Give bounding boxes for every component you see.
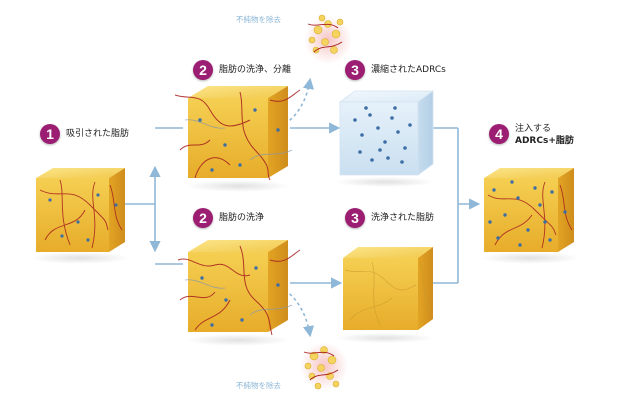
connector-impurity-down bbox=[284, 289, 315, 338]
step-label-aspirated-fat: 吸引された脂肪 bbox=[66, 129, 130, 139]
step-badge-3a: 3 bbox=[345, 60, 365, 80]
flow-connectors bbox=[125, 77, 481, 338]
step-label-concentrated-adrcs: 濃縮されたADRCs bbox=[371, 65, 446, 75]
step-label-inject-line2: ADRCs+脂肪 bbox=[515, 136, 574, 146]
connector-impurity-up bbox=[284, 77, 315, 125]
step-label-wash: 脂肪の洗浄 bbox=[219, 213, 265, 223]
cube-aspirated-fat bbox=[30, 168, 130, 264]
cube-wash-separate bbox=[174, 86, 301, 192]
step-label-inject-line1: 注入する bbox=[515, 124, 552, 134]
cube-washed-fat bbox=[335, 247, 435, 343]
step-label-wash-separate: 脂肪の洗浄、分離 bbox=[219, 65, 292, 75]
cube-inject bbox=[480, 168, 580, 264]
cube-wash bbox=[177, 240, 301, 346]
note-remove-impurities-bottom: 不純物を除去 bbox=[236, 381, 281, 390]
cube-concentrated-adrcs bbox=[335, 90, 435, 187]
step-badge-4: 4 bbox=[489, 124, 509, 144]
step-badge-3b: 3 bbox=[345, 208, 365, 228]
note-remove-impurities-top: 不純物を除去 bbox=[236, 15, 281, 24]
step-badge-2a: 2 bbox=[193, 60, 213, 80]
impurity-cluster-top bbox=[304, 14, 352, 64]
step-badge-2b: 2 bbox=[193, 208, 213, 228]
impurity-cluster-bottom bbox=[300, 342, 348, 390]
step-label-washed-fat: 洗浄された脂肪 bbox=[371, 213, 435, 223]
step-badge-1: 1 bbox=[40, 124, 60, 144]
